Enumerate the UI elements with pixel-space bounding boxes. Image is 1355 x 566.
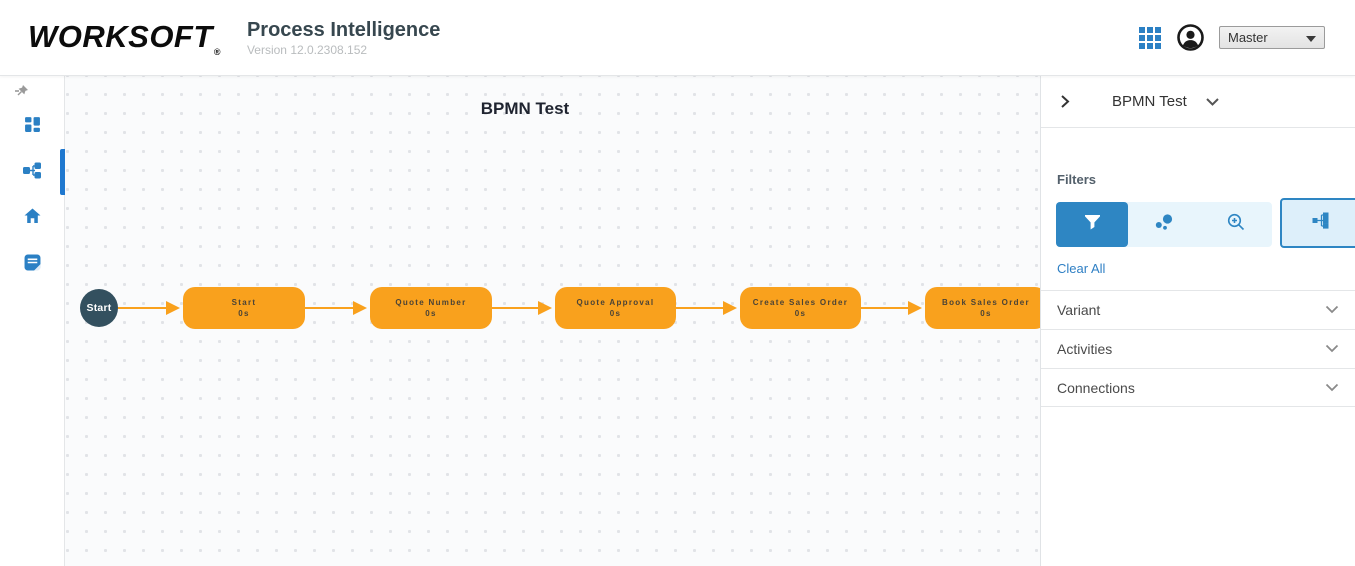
activity-duration: 0s (425, 309, 437, 318)
section-label: Activities (1057, 341, 1113, 357)
app-header: WORKSOFT® Process Intelligence Version 1… (0, 0, 1355, 76)
bpmn-start-event[interactable]: Start (80, 289, 118, 327)
chevron-down-icon (1325, 379, 1339, 397)
bpmn-activity-node[interactable]: Create Sales Order 0s (740, 287, 861, 329)
activity-label: Quote Approval (576, 298, 655, 307)
sidebar-item-home[interactable] (0, 208, 65, 229)
active-indicator (59, 149, 65, 195)
filters-heading: Filters (1057, 172, 1097, 187)
sidebar-item-process-hierarchy[interactable] (0, 149, 65, 195)
apps-grid-icon[interactable] (1138, 26, 1162, 50)
activity-duration: 0s (980, 309, 992, 318)
filters-panel: BPMN Test Filters (1040, 76, 1355, 566)
activity-duration: 0s (609, 309, 622, 318)
filter-funnel-icon (1084, 214, 1101, 235)
section-activities[interactable]: Activities (1041, 329, 1355, 368)
activity-label: Create Sales Order (752, 298, 849, 307)
filter-segmented-control (1056, 202, 1272, 247)
zoom-in-icon (1227, 213, 1245, 236)
section-variant[interactable]: Variant (1041, 290, 1355, 329)
process-dropdown-icon[interactable] (1205, 97, 1220, 107)
dashboard-icon (24, 116, 41, 138)
version-label: Version 12.0.2308.152 (246, 42, 368, 57)
header-actions: Master (1138, 24, 1325, 51)
user-profile-icon[interactable] (1177, 24, 1204, 51)
workspace-select-value: Master (1228, 30, 1268, 45)
panel-header: BPMN Test (1041, 76, 1355, 128)
worksoft-logo: WORKSOFT® (28, 19, 221, 57)
unpin-icon[interactable] (14, 84, 29, 98)
section-label: Connections (1057, 379, 1135, 396)
bpmn-canvas[interactable]: BPMN Test Start Start 0s Quote Number 0s (65, 76, 1040, 566)
section-connections[interactable]: Connections (1041, 368, 1355, 407)
activity-label: Quote Number (395, 298, 467, 307)
chevron-down-icon (1325, 301, 1339, 319)
collapse-panel-button[interactable] (1055, 92, 1074, 111)
registered-mark: ® (213, 46, 221, 57)
bpmn-activity-node[interactable]: Book Sales Order 0s (925, 287, 1040, 329)
cluster-dots-icon (1155, 213, 1174, 236)
notes-icon (24, 254, 41, 276)
cluster-dots-button[interactable] (1128, 202, 1200, 247)
filter-toolbar (1056, 198, 1355, 248)
select-caret-icon (1306, 36, 1316, 42)
sidebar-nav (0, 116, 65, 276)
hierarchy-view-button[interactable] (1280, 198, 1355, 248)
activity-label: Book Sales Order (942, 298, 1030, 307)
chevron-down-icon (1325, 340, 1339, 358)
zoom-in-button[interactable] (1200, 202, 1272, 247)
activity-label: Start (231, 298, 257, 307)
sidebar-item-notes[interactable] (0, 254, 65, 276)
bpmn-edges (118, 301, 922, 315)
activity-duration: 0s (794, 309, 807, 318)
clear-all-link[interactable]: Clear All (1057, 261, 1106, 276)
bpmn-activity-node[interactable]: Start 0s (183, 287, 305, 329)
logo-text: WORKSOFT (28, 18, 213, 54)
hierarchy-icon (1312, 212, 1329, 234)
section-label: Variant (1057, 302, 1101, 318)
canvas-title: BPMN Test (480, 99, 570, 118)
process-hierarchy-icon (23, 162, 41, 184)
activity-duration: 0s (238, 309, 250, 318)
page-title: Process Intelligence (246, 18, 441, 41)
selected-process-name: BPMN Test (1112, 93, 1187, 110)
left-sidebar (0, 76, 65, 566)
home-icon (24, 208, 41, 229)
bpmn-activity-node[interactable]: Quote Number 0s (370, 287, 492, 329)
title-block: Process Intelligence Version 12.0.2308.1… (247, 19, 440, 57)
sidebar-item-dashboard[interactable] (0, 116, 65, 138)
workspace-select[interactable]: Master (1219, 26, 1325, 49)
filter-sections: Variant Activities Connections (1041, 290, 1355, 407)
filter-funnel-button[interactable] (1056, 202, 1128, 247)
bpmn-activity-node[interactable]: Quote Approval 0s (555, 287, 676, 329)
